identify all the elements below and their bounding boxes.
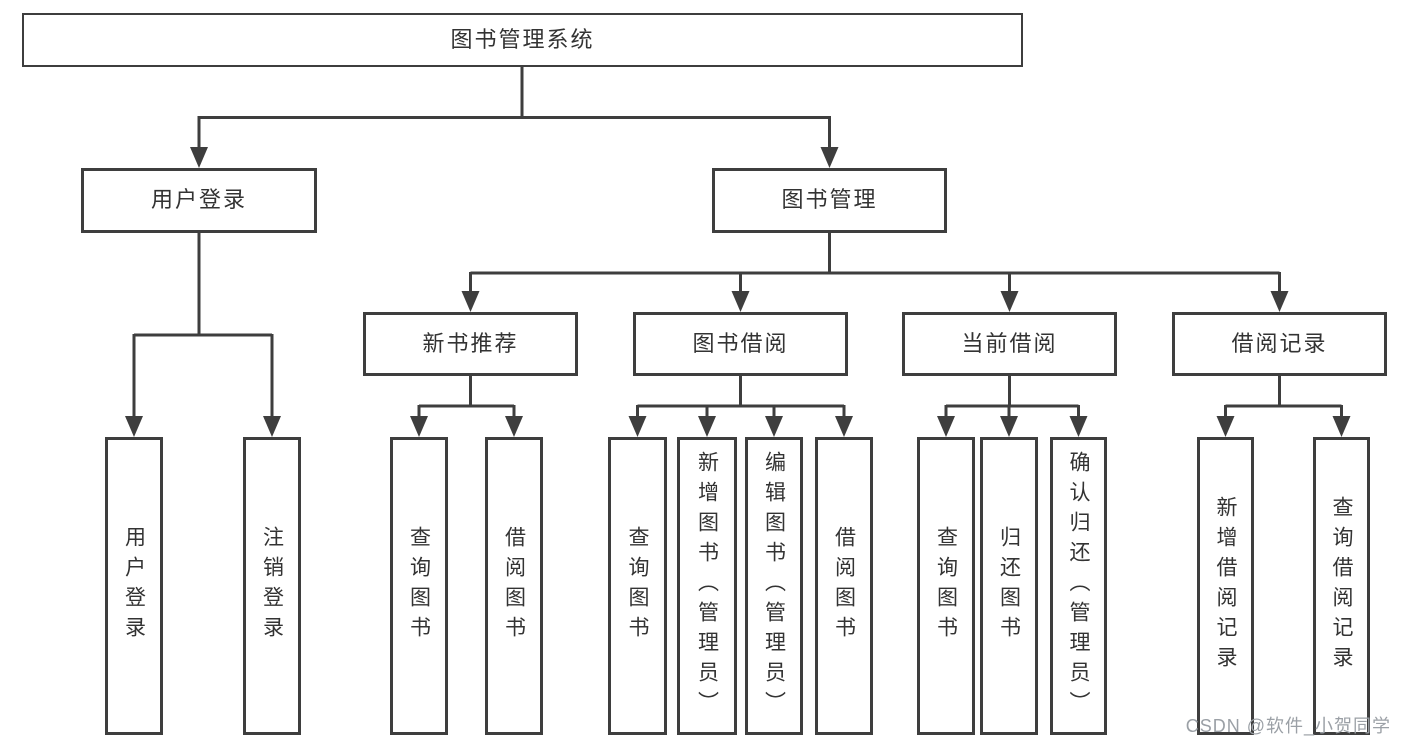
leaf-return-books: 归还图书 bbox=[980, 437, 1038, 735]
leaf-add-borrow-record: 新增借阅记录 bbox=[1197, 437, 1254, 735]
node-book-borrow: 图书借阅 bbox=[633, 312, 848, 376]
leaf-user-login: 用户登录 bbox=[105, 437, 163, 735]
leaf-query-borrow-record: 查询借阅记录 bbox=[1313, 437, 1370, 735]
node-user-login: 用户登录 bbox=[81, 168, 317, 233]
leaf-edit-books-admin: 编辑图书（管理员） bbox=[745, 437, 803, 735]
leaf-query-books: 查询图书 bbox=[608, 437, 667, 735]
leaf-logout: 注销登录 bbox=[243, 437, 301, 735]
node-current-borrow: 当前借阅 bbox=[902, 312, 1117, 376]
node-new-book-recommend: 新书推荐 bbox=[363, 312, 578, 376]
leaf-borrow-books-recommend: 借阅图书 bbox=[485, 437, 543, 735]
leaf-borrow-books: 借阅图书 bbox=[815, 437, 873, 735]
leaf-query-current-borrow: 查询图书 bbox=[917, 437, 975, 735]
node-root: 图书管理系统 bbox=[22, 13, 1023, 67]
watermark: CSDN @软件_小贺同学 bbox=[1185, 716, 1391, 736]
connector-lines bbox=[132, 67, 1343, 417]
leaf-add-books-admin: 新增图书（管理员） bbox=[677, 437, 737, 735]
node-book-management: 图书管理 bbox=[712, 168, 947, 233]
node-borrow-record: 借阅记录 bbox=[1172, 312, 1387, 376]
leaf-query-books-recommend: 查询图书 bbox=[390, 437, 448, 735]
leaf-confirm-return-admin: 确认归还（管理员） bbox=[1050, 437, 1107, 735]
